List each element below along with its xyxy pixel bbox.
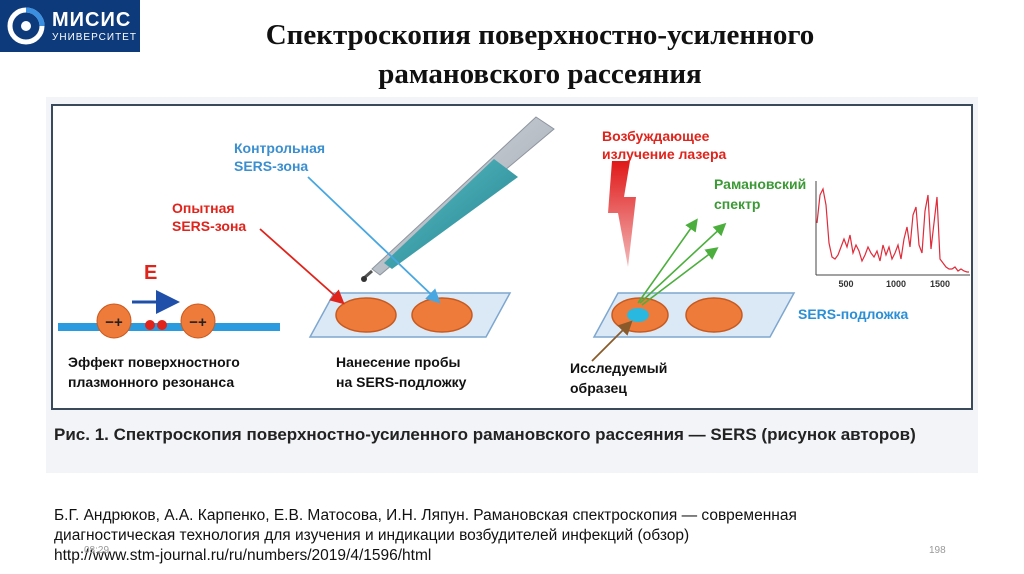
raman-arrow-2 bbox=[639, 222, 727, 304]
charge-right: −+ bbox=[189, 314, 207, 331]
reference-line-1: Б.Г. Андрюков, А.А. Карпенко, Е.В. Матос… bbox=[54, 507, 797, 524]
molecule-dot-1 bbox=[145, 320, 155, 330]
logo-name: МИСИС bbox=[52, 8, 132, 31]
spectrum-tick-1000: 1000 bbox=[886, 279, 906, 289]
figure-caption: Рис. 1. Спектроскопия поверхностно-усиле… bbox=[54, 425, 916, 444]
test-zone-arrow bbox=[259, 228, 345, 305]
test-zone-spot bbox=[335, 297, 397, 333]
sers-diagram: −+ −+ E Эффект поверхностного плазмонног… bbox=[51, 104, 973, 410]
title-line-2: рамановского рассеяния bbox=[378, 58, 702, 90]
sers-figure: −+ −+ E Эффект поверхностного плазмонног… bbox=[46, 97, 978, 473]
nanoparticle-left bbox=[96, 303, 132, 339]
nanoparticle-right bbox=[180, 303, 216, 339]
laser-label-2: излучение лазера bbox=[602, 146, 726, 162]
probe-label-2: на SERS-подложку bbox=[336, 374, 467, 390]
raman-label-2: спектр bbox=[714, 196, 760, 212]
sample-label-2: образец bbox=[570, 380, 627, 396]
test-zone-label-2: SERS-зона bbox=[172, 218, 246, 234]
raman-arrow-1 bbox=[637, 218, 698, 304]
spectrum-tick-1500: 1500 bbox=[930, 279, 950, 289]
reference-block: Б.Г. Андрюков, А.А. Карпенко, Е.В. Матос… bbox=[54, 506, 954, 566]
spectrum-tick-500: 500 bbox=[838, 279, 853, 289]
slide-number: 198 bbox=[929, 545, 946, 556]
sample-drop bbox=[627, 308, 649, 322]
empty-zone-spot bbox=[685, 297, 743, 333]
logo-subtitle: УНИВЕРСИТЕТ bbox=[52, 31, 137, 43]
raman-spectrum-inset: 500 1000 1500 bbox=[815, 181, 970, 289]
logo-emblem-icon bbox=[7, 7, 45, 45]
slide-title: Спектроскопия поверхностно-усиленного ра… bbox=[180, 16, 900, 94]
reference-line-2: диагностическая технология для изучения … bbox=[54, 527, 690, 544]
slide-time: 08:29 bbox=[84, 545, 110, 556]
pipette-icon bbox=[361, 116, 555, 282]
laser-label-1: Возбуждающее bbox=[602, 128, 710, 144]
raman-label-1: Рамановский bbox=[714, 176, 806, 192]
control-zone-arrow bbox=[307, 176, 441, 304]
laser-bolt-icon bbox=[608, 161, 636, 267]
control-zone-label-1: Контрольная bbox=[234, 140, 325, 156]
sample-arrow bbox=[591, 320, 633, 362]
plasmon-label-1: Эффект поверхностного bbox=[68, 354, 240, 370]
molecule-dot-2 bbox=[157, 320, 167, 330]
test-zone-label-1: Опытная bbox=[172, 200, 235, 216]
field-symbol: E bbox=[144, 262, 157, 284]
university-logo: МИСИС УНИВЕРСИТЕТ bbox=[0, 0, 140, 52]
plasmon-label-2: плазмонного резонанса bbox=[68, 374, 234, 390]
reference-url[interactable]: http://www.stm-journal.ru/ru/numbers/201… bbox=[54, 547, 432, 564]
charge-left: −+ bbox=[105, 314, 123, 331]
control-zone-label-2: SERS-зона bbox=[234, 158, 308, 174]
spectrum-line bbox=[816, 187, 969, 273]
plasmon-surface bbox=[58, 323, 280, 331]
substrate-label: SERS-подложка bbox=[798, 306, 909, 322]
title-line-1: Спектроскопия поверхностно-усиленного bbox=[265, 19, 815, 51]
sample-label-1: Исследуемый bbox=[570, 360, 667, 376]
raman-arrow-3 bbox=[641, 247, 719, 306]
control-zone-spot bbox=[411, 297, 473, 333]
probe-label-1: Нанесение пробы bbox=[336, 354, 460, 370]
